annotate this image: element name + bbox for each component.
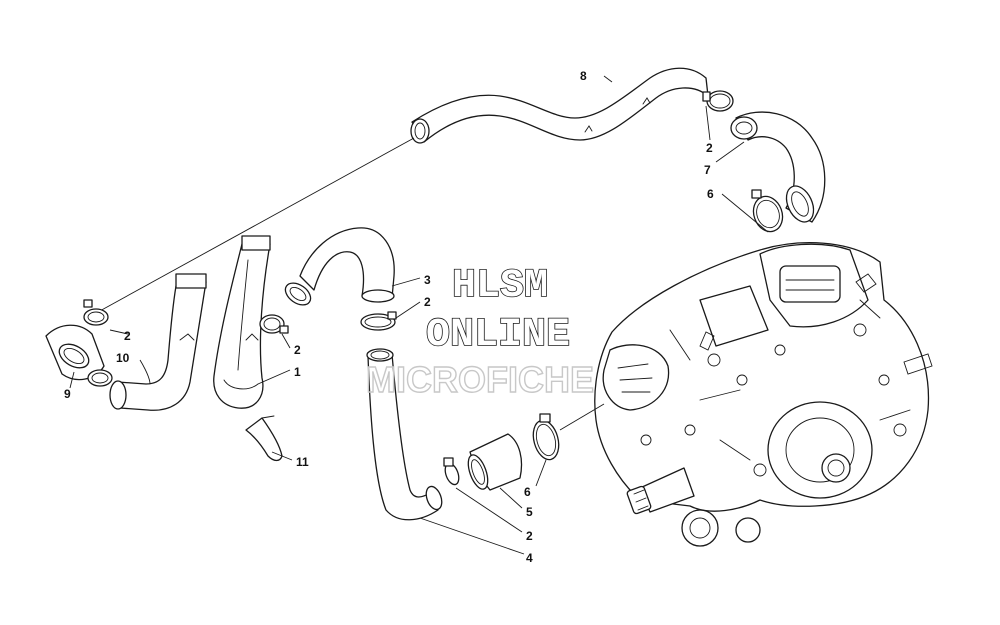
alignment-line xyxy=(97,137,415,313)
callout-5[interactable]: 5 xyxy=(526,505,533,519)
callout-2-center[interactable]: 2 xyxy=(424,295,431,309)
watermark-line1: HLSM xyxy=(452,264,548,309)
callout-6-upper[interactable]: 6 xyxy=(707,187,714,201)
part-4-vertical-tube[interactable] xyxy=(366,348,445,521)
callout-1[interactable]: 1 xyxy=(294,365,301,379)
part-7-elbow-boot[interactable] xyxy=(730,111,826,226)
callout-6-lower[interactable]: 6 xyxy=(524,485,531,499)
watermark-line3: MICROFICHE xyxy=(366,359,594,400)
callout-11[interactable]: 11 xyxy=(296,455,309,469)
callout-2-left[interactable]: 2 xyxy=(124,329,131,343)
callout-10[interactable]: 10 xyxy=(116,351,130,365)
callouts: 8 2 7 6 3 2 2 1 2 10 9 11 6 5 2 4 xyxy=(64,69,714,565)
part-11-u-bracket[interactable] xyxy=(245,415,283,462)
clamp-near-housing[interactable] xyxy=(259,314,289,334)
clamp-left-upper[interactable] xyxy=(83,299,109,326)
clamp-lower-center[interactable] xyxy=(443,457,462,486)
engine-assembly xyxy=(594,242,933,547)
callout-2-lower[interactable]: 2 xyxy=(526,529,533,543)
callout-3[interactable]: 3 xyxy=(424,273,431,287)
part-5-coupler[interactable] xyxy=(464,433,523,492)
clamp-left-lower[interactable] xyxy=(87,369,113,387)
callout-2-housing[interactable]: 2 xyxy=(294,343,301,357)
leader-lines xyxy=(69,75,769,555)
part-10-inlet-duct[interactable] xyxy=(109,273,207,411)
part-1-intake-housing[interactable] xyxy=(213,235,271,409)
callout-2-upper-right[interactable]: 2 xyxy=(706,141,713,155)
callout-4[interactable]: 4 xyxy=(526,551,533,565)
clamp-center[interactable] xyxy=(360,311,397,331)
watermark: MICROFICHE HLSM ONLINE xyxy=(365,263,594,401)
part-9-inlet-boot[interactable] xyxy=(45,324,105,381)
part-8-long-duct[interactable] xyxy=(410,67,709,144)
callout-8[interactable]: 8 xyxy=(580,69,587,83)
part-3-curved-duct[interactable] xyxy=(281,227,395,310)
callout-7[interactable]: 7 xyxy=(704,163,711,177)
clamp-6-upper[interactable] xyxy=(749,189,788,236)
watermark-line2: ONLINE xyxy=(426,313,570,358)
clamp-upper-right[interactable] xyxy=(702,90,734,112)
clamp-6-lower[interactable] xyxy=(529,413,563,462)
callout-9[interactable]: 9 xyxy=(64,387,71,401)
